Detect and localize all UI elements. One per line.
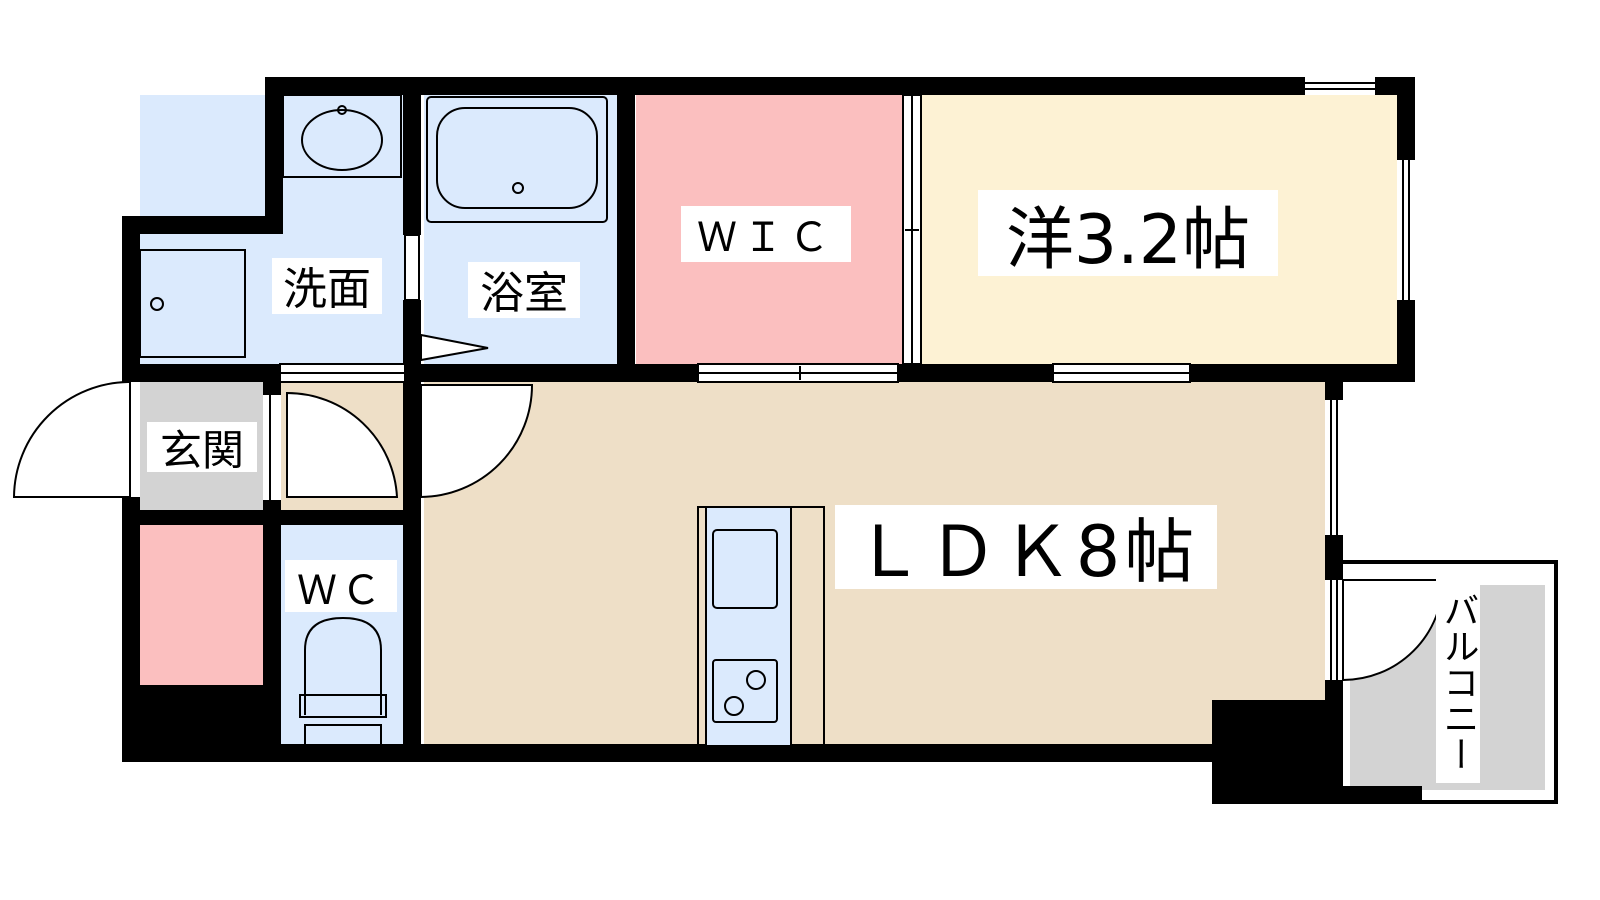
label-entrance: 玄関 xyxy=(160,426,244,475)
windows xyxy=(1305,77,1415,680)
label-ldk: ＬＤＫ8帖 xyxy=(854,511,1199,593)
bathtub-icon xyxy=(426,96,608,223)
label-washroom: 洗面 xyxy=(283,264,371,315)
bathroom-floor xyxy=(424,95,619,367)
stove-icon xyxy=(712,659,778,723)
sliding-doors xyxy=(279,94,1191,383)
label-balcony: バルコニー xyxy=(1438,592,1479,772)
label-bathroom: 浴室 xyxy=(480,268,568,319)
storage-floor xyxy=(140,525,264,685)
washbasin-icon xyxy=(282,94,402,178)
kitchen-sink-icon xyxy=(712,529,778,609)
room-labels: 洗面 浴室 ＷＩＣ 洋3.2帖 玄関 ＷＣ ＬＤＫ8帖 バルコニー xyxy=(147,190,1480,783)
label-wic: ＷＩＣ xyxy=(697,215,835,261)
label-western-room: 洋3.2帖 xyxy=(1006,201,1250,280)
toilet-icon xyxy=(299,616,387,746)
washing-machine-icon xyxy=(139,249,246,358)
label-wc: ＷＣ xyxy=(297,568,385,614)
swing-doors xyxy=(12,333,1445,682)
